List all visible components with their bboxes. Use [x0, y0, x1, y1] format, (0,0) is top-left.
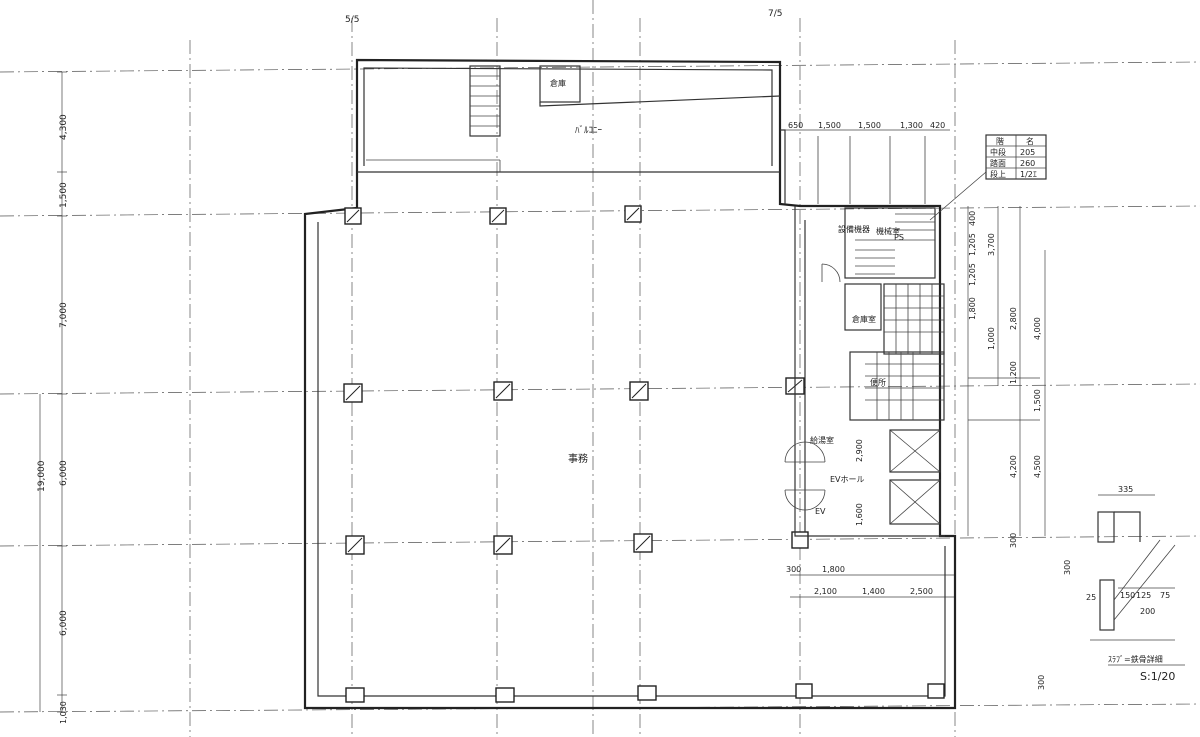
- dimension-labels: 5/5 7/5 4,300 1,500 7,000 6,000 6,000 1,…: [37, 9, 1046, 724]
- columns: [343, 205, 945, 703]
- bottom-dim-3: 2,100: [814, 587, 837, 596]
- detail-scale: S:1/20: [1140, 670, 1175, 683]
- stair-table-h2: 名: [1026, 136, 1034, 146]
- stair-table-r2c1: 踏面: [990, 158, 1006, 168]
- column: [343, 383, 363, 403]
- detail-dim-2: 300: [1063, 560, 1072, 575]
- right-dim-11: 4,200: [1009, 455, 1018, 478]
- right-dim-1: 400: [968, 211, 977, 226]
- left-dim-3: 7,000: [59, 302, 69, 328]
- room-pipe: 倉庫室: [852, 314, 876, 324]
- right-dim-8: 4,000: [1033, 317, 1042, 340]
- bottom-dim-1: 300: [786, 565, 801, 574]
- right-dim-2: 1,205: [968, 233, 977, 256]
- top-dim-1: 650: [788, 121, 803, 130]
- column: [633, 533, 653, 553]
- right-dim-4: 3,700: [987, 233, 996, 256]
- detail-dim-3: 25: [1086, 593, 1096, 602]
- right-dim-7: 2,800: [1009, 307, 1018, 330]
- room-service: 設備機器: [838, 224, 870, 234]
- left-dim-1: 4,300: [59, 114, 69, 140]
- column: [344, 207, 362, 225]
- core-dim-3: 300: [1037, 675, 1046, 690]
- dimension-lines: [39, 71, 1046, 713]
- service-core: [784, 206, 945, 537]
- column: [493, 535, 513, 555]
- column: [624, 205, 642, 223]
- slab-detail: 335 300 25 150 125 75 200 ｽﾗﾌﾞ=鉄骨詳細 S:1/…: [1063, 485, 1185, 683]
- detail-caption: ｽﾗﾌﾞ=鉄骨詳細: [1108, 654, 1163, 664]
- room-kitchen: 給湯室: [810, 435, 834, 445]
- right-dim-13: 300: [1009, 533, 1018, 548]
- grid-mark-top-right: 7/5: [768, 9, 782, 19]
- left-dim-5: 6,000: [59, 610, 69, 636]
- room-balcony: ﾊﾞﾙｺﾆｰ: [575, 125, 603, 136]
- room-labels: ﾊﾞﾙｺﾆｰ 倉庫 事務 EVホール 倉庫室 給湯室 便所 機械室 設備機器 E…: [550, 78, 904, 516]
- column: [795, 683, 813, 699]
- stair-table: 階 名 中段 205 踏面 260 段上 1/2ｴ: [929, 134, 1047, 221]
- room-storage: 倉庫: [550, 78, 566, 88]
- room-ev: EV: [815, 507, 826, 516]
- left-dim-4: 6,000: [59, 460, 69, 486]
- column: [493, 381, 513, 401]
- left-dim-total: 19,000: [37, 460, 47, 492]
- top-dim-2: 1,500: [818, 121, 841, 130]
- bottom-dim-4: 1,400: [862, 587, 885, 596]
- top-dim-3: 1,500: [858, 121, 881, 130]
- left-dim-2: 1,500: [59, 182, 69, 208]
- building-outline: [303, 58, 957, 710]
- bottom-dim-5: 2,500: [910, 587, 933, 596]
- room-ev-hall: EVホール: [830, 475, 865, 484]
- stair-table-r2c2: 260: [1020, 159, 1035, 168]
- left-dim-6: 1,030: [59, 701, 68, 724]
- column: [637, 685, 657, 701]
- right-dim-6: 1,000: [987, 327, 996, 350]
- stair-table-r3c1: 段上: [990, 169, 1006, 179]
- column: [345, 687, 365, 703]
- bottom-dim-2: 1,800: [822, 565, 845, 574]
- right-dim-9: 1,200: [1009, 361, 1018, 384]
- detail-dim-1: 335: [1118, 485, 1133, 494]
- column: [495, 687, 515, 703]
- top-dim-4: 1,300: [900, 121, 923, 130]
- column: [927, 683, 945, 699]
- room-mechanical: 機械室: [876, 226, 900, 236]
- detail-dim-4: 150: [1120, 591, 1135, 600]
- column: [345, 535, 365, 555]
- right-dim-5: 1,800: [968, 297, 977, 320]
- top-dim-5: 420: [930, 121, 945, 130]
- right-dim-10: 1,500: [1033, 389, 1042, 412]
- right-dim-3: 1,205: [968, 263, 977, 286]
- detail-dim-6: 75: [1160, 591, 1170, 600]
- stair-table-r3c2: 1/2ｴ: [1020, 170, 1037, 179]
- core-dim-2: 1,600: [855, 503, 864, 526]
- room-office: 事務: [568, 452, 588, 465]
- stair-table-h1: 階: [996, 136, 1004, 146]
- room-toilets: 便所: [870, 377, 886, 387]
- room-shaft: PS: [894, 233, 904, 242]
- stair-table-r1c2: 205: [1020, 148, 1035, 157]
- grid-mark-top-left: 5/5: [345, 15, 359, 25]
- right-dim-12: 4,500: [1033, 455, 1042, 478]
- core-dim-1: 2,900: [855, 439, 864, 462]
- column: [489, 207, 507, 225]
- column: [629, 381, 649, 401]
- stair-table-r1c1: 中段: [990, 147, 1006, 157]
- detail-dim-7: 200: [1140, 607, 1155, 616]
- detail-dim-5: 125: [1136, 591, 1151, 600]
